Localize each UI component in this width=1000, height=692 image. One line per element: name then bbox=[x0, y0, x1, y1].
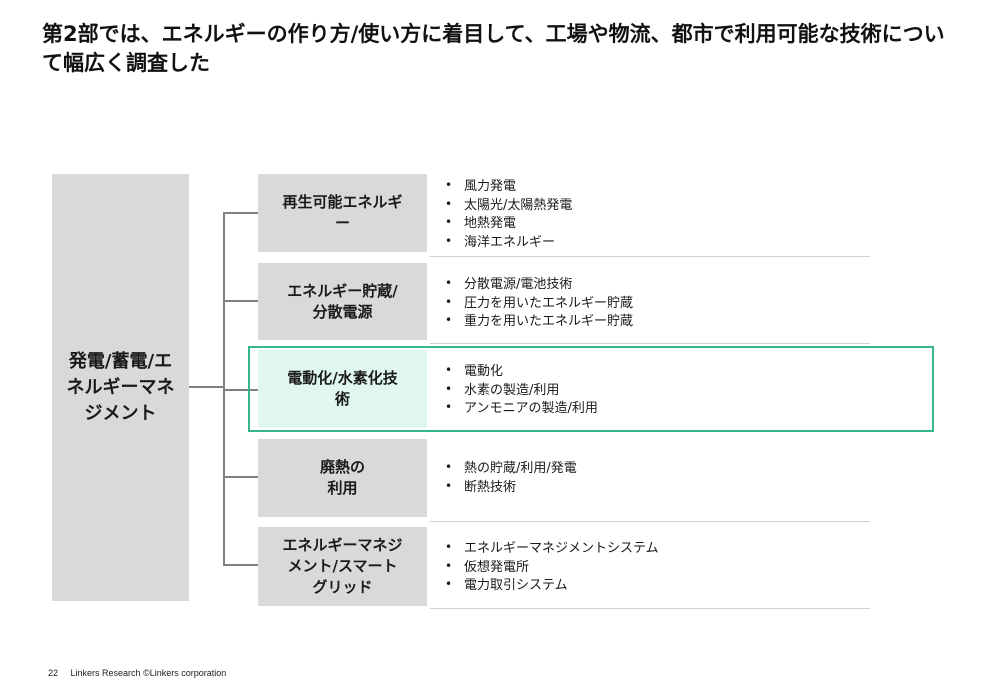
list-item: 断熱技術 bbox=[440, 477, 870, 498]
list-item: 熱の貯蔵/利用/発電 bbox=[440, 458, 870, 479]
branch-connector-line bbox=[223, 389, 258, 391]
category-item-list: 分散電源/電池技術 圧力を用いたエネルギー貯蔵 重力を用いたエネルギー貯蔵 bbox=[440, 274, 870, 332]
footer: 22 Linkers Research ©Linkers corporation bbox=[48, 668, 226, 678]
category-item-list: 風力発電 太陽光/太陽熱発電 地熱発電 海洋エネルギー bbox=[440, 176, 870, 253]
list-item: アンモニアの製造/利用 bbox=[440, 398, 870, 419]
branch-connector-line bbox=[223, 476, 258, 478]
list-item: 海洋エネルギー bbox=[440, 232, 870, 253]
branch-connector-line bbox=[223, 212, 258, 214]
page-title: 第2部では、エネルギーの作り方/使い方に着目して、工場や物流、都市で利用可能な技… bbox=[42, 22, 945, 75]
root-node-label: 発電/蓄電/エ ネルギーマネ ジメント bbox=[66, 350, 175, 424]
category-box-electrification-hydrogen: 電動化/水素化技 術 bbox=[258, 350, 427, 428]
list-item: 地熱発電 bbox=[440, 213, 870, 234]
list-item: 分散電源/電池技術 bbox=[440, 274, 870, 295]
highlight-frame bbox=[248, 346, 934, 432]
list-item: 重力を用いたエネルギー貯蔵 bbox=[440, 311, 870, 332]
list-item: 太陽光/太陽熱発電 bbox=[440, 195, 870, 216]
category-box-waste-heat: 廃熱の 利用 bbox=[258, 439, 427, 517]
category-box-renewable-energy: 再生可能エネルギ ー bbox=[258, 174, 427, 252]
category-box-energy-management: エネルギーマネジ メント/スマート グリッド bbox=[258, 527, 427, 606]
root-node: 発電/蓄電/エ ネルギーマネ ジメント bbox=[52, 174, 189, 601]
row-divider bbox=[430, 256, 870, 257]
row-divider bbox=[430, 343, 870, 344]
list-item: 水素の製造/利用 bbox=[440, 380, 870, 401]
row-divider bbox=[430, 608, 870, 609]
category-label: 廃熱の 利用 bbox=[319, 458, 365, 497]
list-item: 風力発電 bbox=[440, 176, 870, 197]
category-box-energy-storage: エネルギー貯蔵/ 分散電源 bbox=[258, 263, 427, 340]
row-divider bbox=[430, 521, 870, 522]
category-label: エネルギー貯蔵/ 分散電源 bbox=[287, 281, 398, 321]
category-label: 電動化/水素化技 術 bbox=[287, 369, 398, 408]
list-item: 圧力を用いたエネルギー貯蔵 bbox=[440, 293, 870, 314]
category-item-list: 電動化 水素の製造/利用 アンモニアの製造/利用 bbox=[440, 361, 870, 419]
category-item-list: 熱の貯蔵/利用/発電 断熱技術 bbox=[440, 458, 870, 498]
page-number: 22 bbox=[48, 668, 59, 678]
list-item: 電力取引システム bbox=[440, 575, 870, 596]
category-label: 再生可能エネルギ ー bbox=[282, 193, 403, 232]
list-item: 仮想発電所 bbox=[440, 557, 870, 578]
footer-copyright: Linkers Research ©Linkers corporation bbox=[70, 668, 227, 678]
root-connector-line bbox=[189, 386, 224, 388]
category-label: エネルギーマネジ メント/スマート グリッド bbox=[282, 536, 403, 596]
branch-connector-line bbox=[223, 300, 258, 302]
category-item-list: エネルギーマネジメントシステム 仮想発電所 電力取引システム bbox=[440, 538, 870, 596]
list-item: 電動化 bbox=[440, 361, 870, 382]
branch-connector-line bbox=[223, 564, 258, 566]
list-item: エネルギーマネジメントシステム bbox=[440, 538, 870, 559]
